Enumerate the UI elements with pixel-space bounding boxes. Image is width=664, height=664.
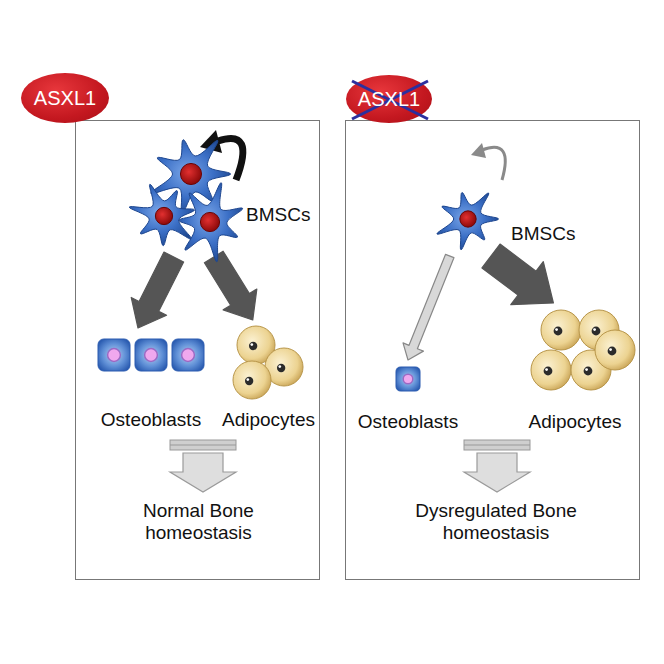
cell-label-holder: BMSCs <box>246 204 310 226</box>
nucleus <box>108 349 121 362</box>
differentiation-arrow <box>131 252 183 328</box>
highlight <box>585 368 588 371</box>
outcome-text: Normal Bone homeostasis <box>91 496 306 548</box>
gene-ellipse: ASXL1 <box>21 73 109 123</box>
highlight <box>278 365 281 368</box>
cell-label: BMSCs <box>246 204 310 225</box>
nucleus <box>584 367 593 376</box>
highlight <box>555 328 558 331</box>
gene-name: ASXL1 <box>358 88 420 111</box>
adipocyte-cell <box>595 330 635 370</box>
nucleus <box>460 211 476 227</box>
stem-cell <box>179 183 243 262</box>
nucleus <box>544 367 553 376</box>
condition-panel: ASXL1BMSCsOsteoblastsAdipocytesNormal Bo… <box>75 120 320 580</box>
osteoblast-cell <box>98 339 130 371</box>
outcome-arrow <box>464 440 530 492</box>
nucleus <box>200 212 219 231</box>
cell-label-holder: BMSCs <box>511 223 575 245</box>
stem-cell-group: BMSCs <box>136 136 244 254</box>
cell-label: BMSCs <box>511 223 575 244</box>
nucleus <box>277 364 285 372</box>
nucleus <box>592 327 601 336</box>
osteoblast-cell <box>396 367 420 391</box>
nucleus <box>249 342 257 350</box>
osteoblast-group: Osteoblasts <box>86 331 216 431</box>
highlight <box>545 368 548 371</box>
osteoblast-cell <box>172 339 204 371</box>
nucleus <box>554 327 563 336</box>
cell-label: Osteoblasts <box>101 409 201 431</box>
stem-cell-group: BMSCs <box>431 181 506 253</box>
highlight <box>250 343 253 346</box>
osteoblast-group: Osteoblasts <box>353 363 463 433</box>
outcome-text: Dysregulated Bone homeostasis <box>356 496 636 548</box>
adipocyte-cell <box>531 350 571 390</box>
differentiation-arrow <box>403 254 454 360</box>
outcome-label: Normal Bone homeostasis <box>116 500 281 544</box>
self-renewal-arrow <box>482 147 505 180</box>
cell-label: Adipocytes <box>222 409 315 431</box>
nucleus <box>403 374 413 384</box>
condition-panel: ASXL1BMSCsOsteoblastsAdipocytesDysregula… <box>345 120 640 580</box>
arrowhead <box>471 143 486 158</box>
outcome-arrow <box>170 440 236 492</box>
stem-cell <box>129 184 194 245</box>
nucleus <box>145 349 158 362</box>
gene-name: ASXL1 <box>34 87 96 110</box>
cell-picture <box>136 136 244 254</box>
nucleus <box>182 349 195 362</box>
differentiation-arrow <box>204 251 256 320</box>
highlight <box>593 328 596 331</box>
cell-picture <box>431 181 506 253</box>
nucleus <box>155 207 172 224</box>
adipocyte-group: Adipocytes <box>216 323 321 431</box>
adipocyte-cell <box>541 310 581 350</box>
nucleus <box>608 347 617 356</box>
outcome-label: Dysregulated Bone homeostasis <box>414 500 579 544</box>
nucleus <box>245 377 253 385</box>
highlight <box>609 348 612 351</box>
cell-label: Adipocytes <box>529 411 622 433</box>
stem-cell <box>437 193 499 250</box>
cell-label: Osteoblasts <box>358 411 458 433</box>
highlight <box>246 378 249 381</box>
differentiation-arrow <box>482 244 553 305</box>
osteoblast-cell <box>135 339 167 371</box>
nucleus <box>180 163 201 184</box>
gene-ellipse: ASXL1 <box>346 75 432 123</box>
adipocyte-cell <box>233 361 271 399</box>
adipocyte-group: Adipocytes <box>521 306 629 433</box>
